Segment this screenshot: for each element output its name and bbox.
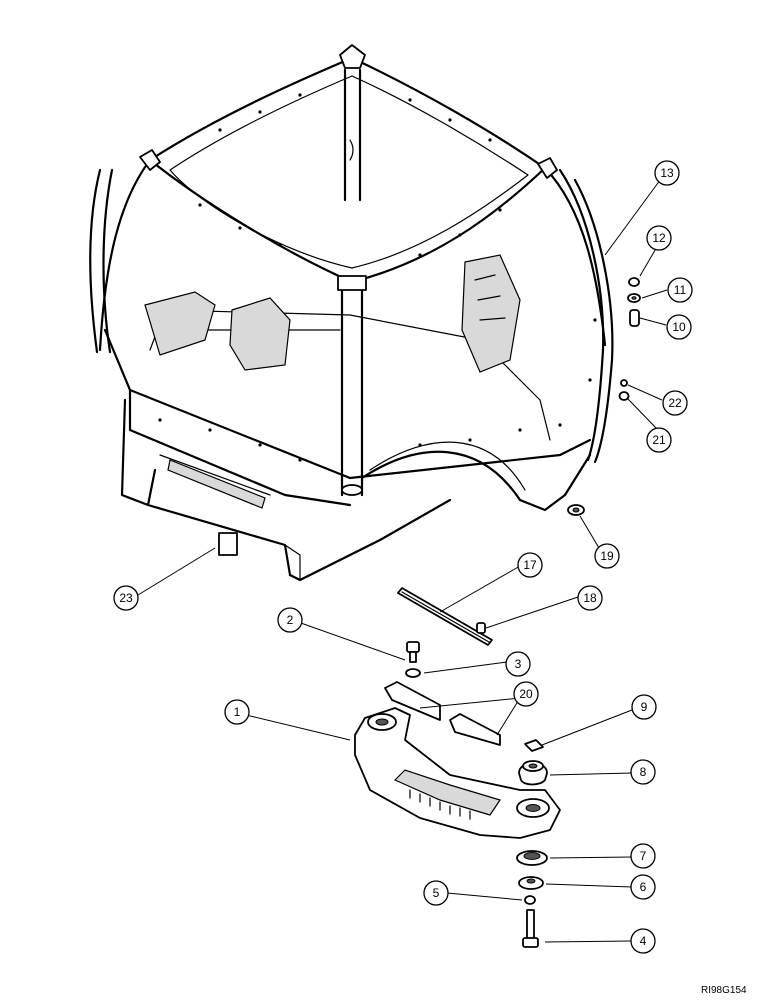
svg-text:12: 12: [652, 231, 666, 245]
callout-10: 10: [666, 314, 692, 340]
callout-12: 12: [646, 225, 672, 251]
callout-13: 13: [654, 160, 680, 186]
plug: [476, 622, 486, 634]
reference-code: RI98G154: [701, 985, 747, 996]
svg-text:5: 5: [433, 886, 440, 900]
svg-text:7: 7: [640, 849, 647, 863]
shim-plate: [524, 739, 544, 752]
callout-5: 5: [423, 880, 449, 906]
callout-19: 19: [594, 543, 620, 569]
callout-4: 4: [630, 928, 656, 954]
svg-text:23: 23: [119, 591, 133, 605]
svg-text:17: 17: [523, 558, 537, 572]
bolt: [406, 641, 420, 663]
nut-21: [618, 391, 630, 401]
callout-7: 7: [630, 843, 656, 869]
screw-22: [620, 379, 628, 387]
cab-frame: [89, 44, 614, 582]
washer-plate: [518, 876, 544, 890]
lower-mount: [516, 850, 548, 866]
washer: [405, 668, 421, 678]
svg-text:19: 19: [600, 549, 614, 563]
callout-8: 8: [630, 759, 656, 785]
svg-text:13: 13: [660, 166, 674, 180]
callout-2: 2: [277, 607, 303, 633]
svg-text:4: 4: [640, 934, 647, 948]
callout-3: 3: [505, 651, 531, 677]
svg-text:6: 6: [640, 880, 647, 894]
callout-21: 21: [646, 427, 672, 453]
callout-1: 1: [224, 699, 250, 725]
svg-text:21: 21: [652, 433, 666, 447]
rubber-mount: [518, 760, 548, 786]
callout-18: 18: [577, 585, 603, 611]
svg-text:22: 22: [668, 396, 682, 410]
callout-11: 11: [667, 277, 693, 303]
svg-text:8: 8: [640, 765, 647, 779]
callout-9: 9: [631, 694, 657, 720]
svg-text:20: 20: [519, 687, 533, 701]
washer-11: [627, 293, 641, 303]
seal-strip: [397, 587, 493, 646]
frame-holes: [158, 93, 597, 462]
svg-text:11: 11: [674, 283, 687, 297]
callout-23: 23: [113, 585, 139, 611]
svg-text:10: 10: [672, 320, 686, 334]
nut: [524, 895, 536, 905]
grommet: [567, 504, 585, 516]
svg-text:9: 9: [641, 700, 648, 714]
nut-12: [628, 277, 640, 287]
svg-text:3: 3: [515, 657, 522, 671]
decal: [218, 532, 238, 556]
svg-text:2: 2: [287, 613, 294, 627]
long-bolt: [522, 909, 539, 948]
pads: [384, 681, 501, 746]
callout-17: 17: [517, 552, 543, 578]
callout-20: 20: [513, 681, 539, 707]
callout-6: 6: [630, 874, 656, 900]
spacer-10: [629, 309, 640, 327]
leader-lines: [137, 171, 668, 943]
svg-text:1: 1: [234, 705, 241, 719]
axle-support-bracket: [354, 707, 561, 839]
callout-22: 22: [662, 390, 688, 416]
svg-text:18: 18: [583, 591, 597, 605]
